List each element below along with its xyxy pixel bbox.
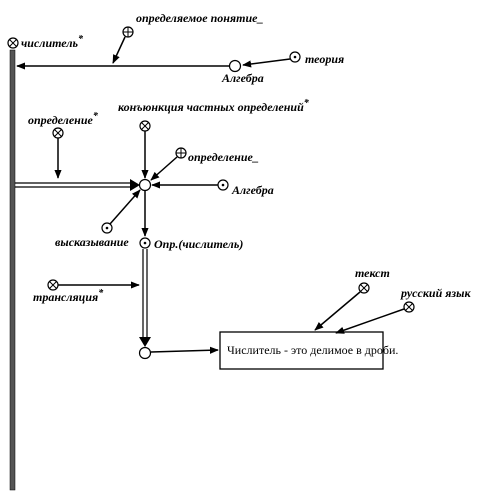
main-vertical-bar	[9, 49, 16, 491]
vyskazyvanie-node	[101, 222, 113, 234]
opr-chislitel-label: Опр.(числитель)	[154, 237, 243, 251]
tekst-label: текст	[355, 266, 390, 280]
opredelenie-left-node	[52, 127, 64, 139]
russkiy-label: русский язык	[400, 286, 471, 300]
opr-chislitel-node	[139, 237, 151, 249]
opredelenie-right-label: определение_	[188, 150, 259, 164]
vyskazyvanie-label: высказывание	[55, 235, 129, 249]
opredelenie-left-label: определение*	[28, 111, 99, 127]
double-arrow-to-hub	[15, 179, 140, 191]
algebra-top-node	[228, 59, 242, 73]
opredelyaemoe-node	[122, 26, 134, 38]
definition-box-text: Числитель - это делимое в дроби.	[227, 343, 398, 357]
definition-box	[219, 331, 384, 370]
hub-node	[138, 178, 152, 192]
lower-to-box-arrow	[150, 346, 219, 354]
opredelyaemoe-arrow	[112, 36, 126, 64]
chislitel-node	[7, 37, 19, 49]
algebra-mid-node	[217, 179, 229, 191]
double-vertical-to-lower	[139, 249, 151, 347]
tekst-arrow	[314, 291, 361, 331]
lower-node	[138, 346, 152, 360]
tekst-node	[358, 282, 370, 294]
algebra-top-label: Алгебра	[221, 71, 264, 85]
opredelenie-right-arrow	[150, 156, 178, 181]
opredelenie-right-node	[175, 147, 187, 159]
teoriya-arrow	[242, 58, 291, 68]
translyaciya-node	[47, 279, 59, 291]
konyunkciya-node	[139, 120, 151, 132]
russkiy-arrow	[335, 308, 405, 334]
chislitel-label: числитель*	[21, 34, 84, 50]
translyaciya-label: трансляция*	[33, 288, 104, 304]
algebra-mid-label: Алгебра	[231, 183, 274, 197]
konyunkciya-label: конъюнкция частных определений*	[118, 98, 310, 114]
vyskazyvanie-arrow	[109, 189, 141, 225]
teoriya-node	[289, 51, 301, 63]
russkiy-node	[403, 301, 415, 313]
teoriya-label: теория	[305, 52, 344, 66]
opredelyaemoe-label: определяемое понятие_	[136, 11, 263, 25]
